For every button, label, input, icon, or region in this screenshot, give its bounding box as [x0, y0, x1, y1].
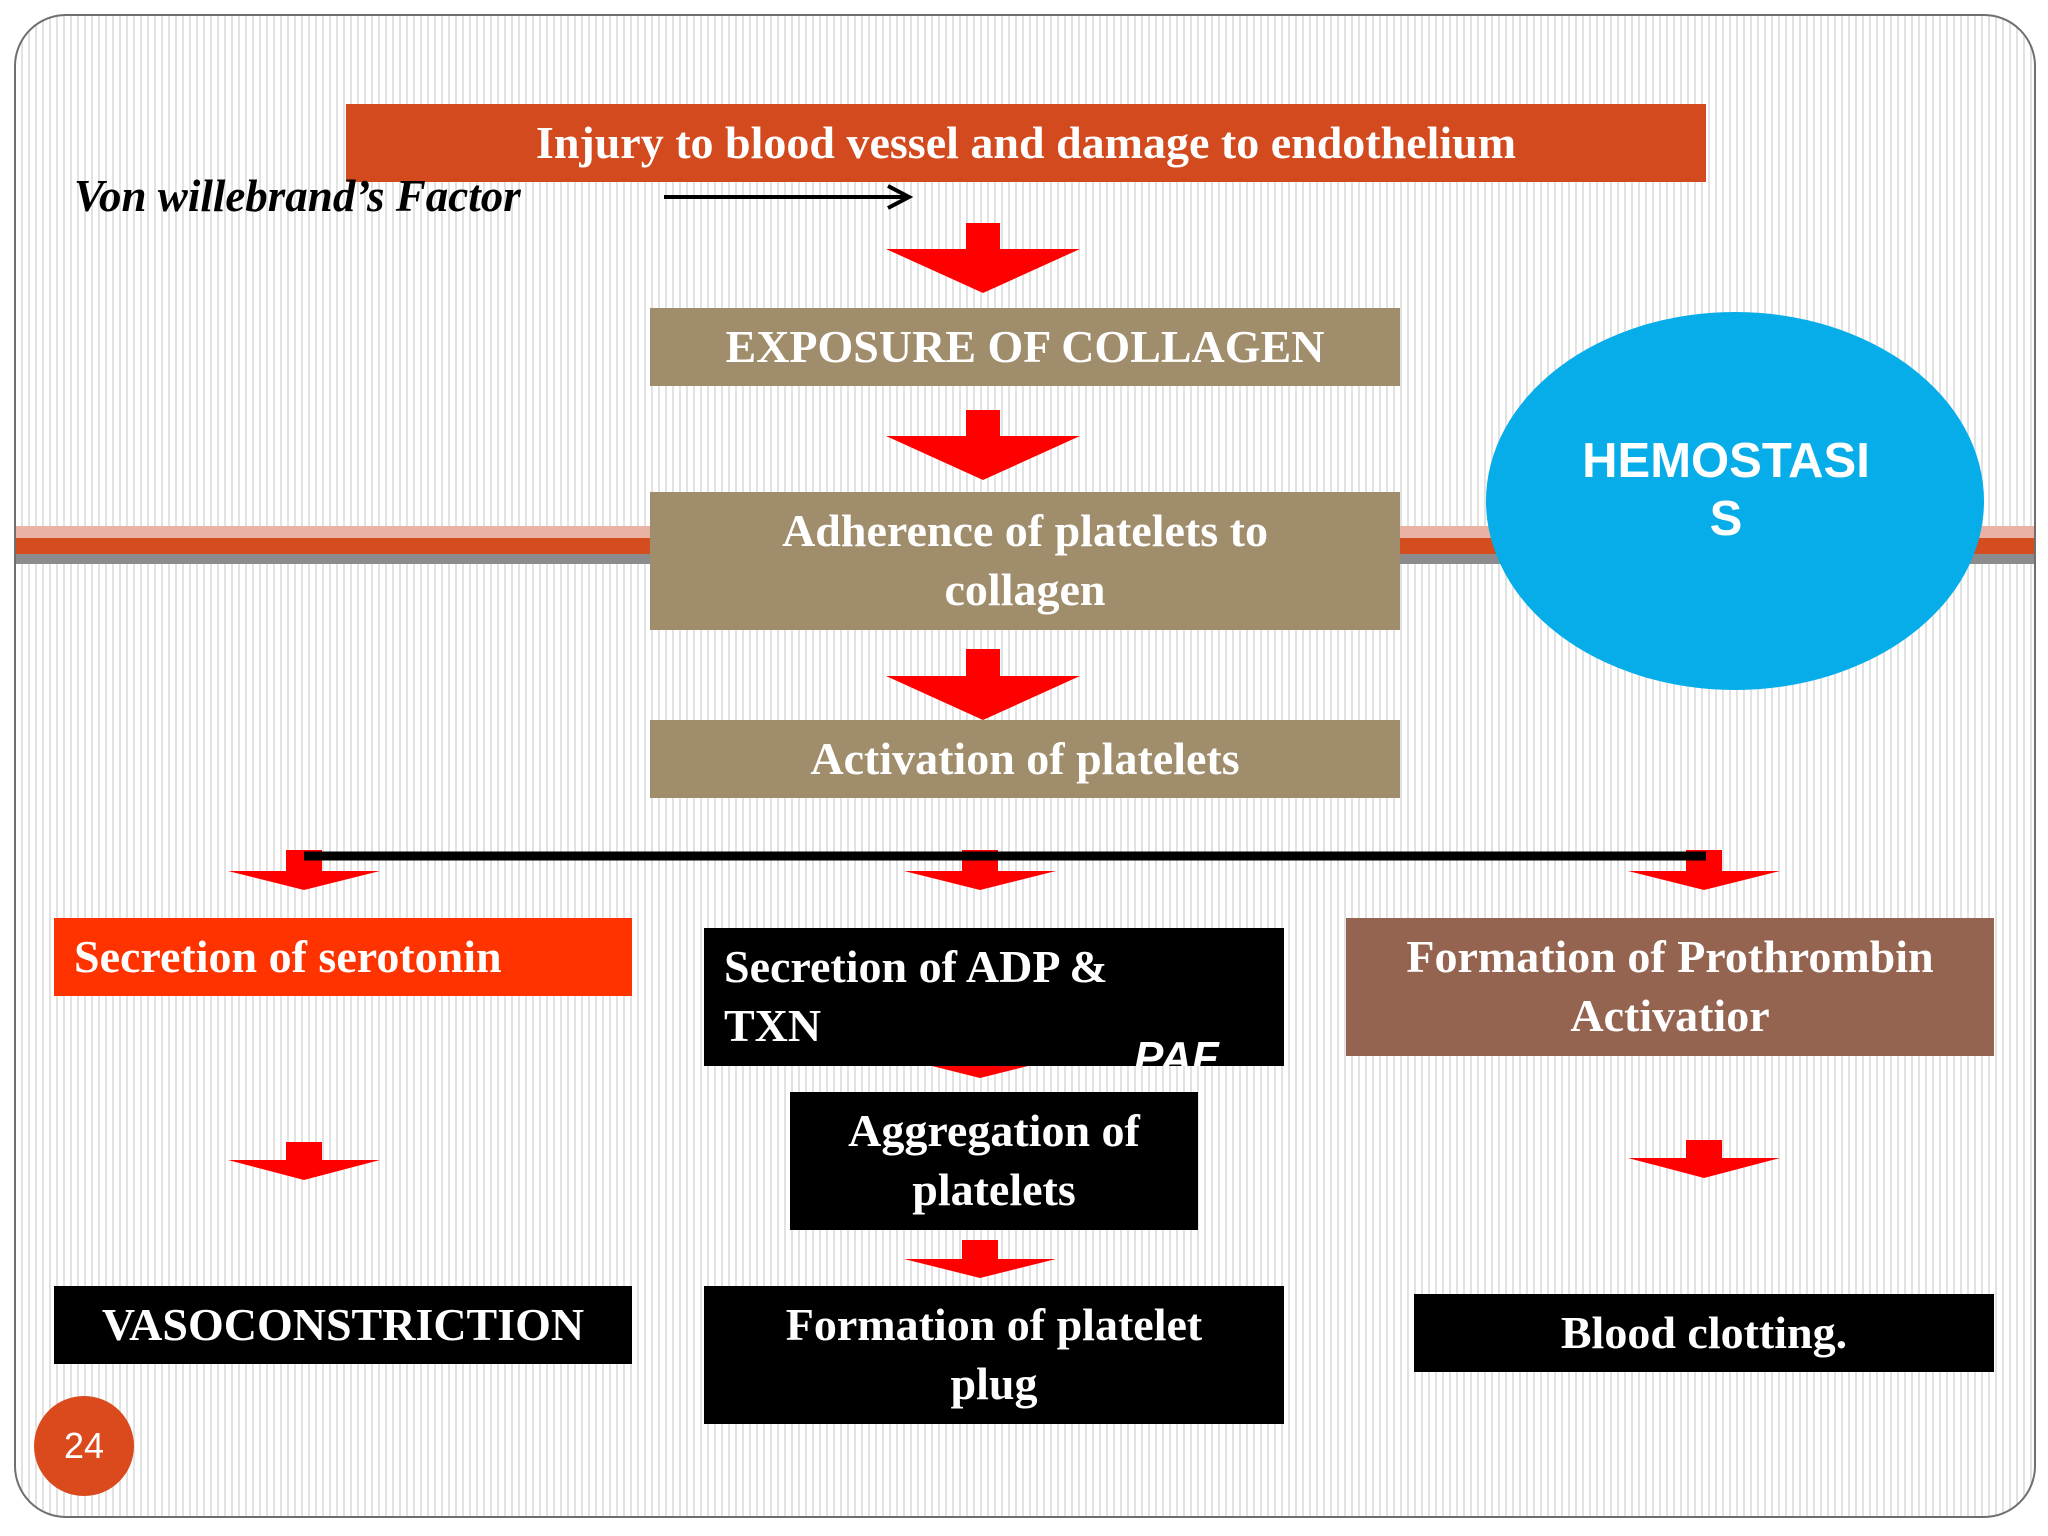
platelet-plug-text: Formation of platelet plug	[785, 1299, 1203, 1409]
aggregation-box: Aggregation of platelets	[790, 1092, 1198, 1230]
hemostasis-ellipse: HEMOSTASIS	[1486, 312, 1984, 690]
down-arrow-1	[886, 223, 1080, 293]
adp-txn-text: Secretion of ADP & TXN	[724, 941, 1108, 1051]
serotonin-text: Secretion of serotonin	[74, 930, 502, 982]
down-arrow-3	[886, 649, 1080, 720]
page-number: 24	[63, 1425, 105, 1466]
vwf-pointer-head	[887, 184, 914, 210]
exposure-box: EXPOSURE OF COLLAGEN	[650, 308, 1400, 386]
exposure-text: EXPOSURE OF COLLAGEN	[725, 320, 1325, 372]
arrow-left-to-effect	[228, 1142, 380, 1180]
vasoconstriction-box: VASOCONSTRICTION	[54, 1286, 632, 1364]
blood-clotting-text: Blood clotting.	[1560, 1306, 1848, 1358]
adherence-box: Adherence of platelets to collagen	[650, 492, 1400, 630]
von-willebrand-label: Von willebrand’s Factor	[74, 171, 521, 221]
vasoconstriction-text: VASOCONSTRICTION	[101, 1298, 585, 1350]
serotonin-box: Secretion of serotonin	[54, 918, 632, 996]
injury-box: Injury to blood vessel and damage to end…	[346, 104, 1706, 182]
arrow-right-to-effect	[1628, 1140, 1780, 1178]
slide: Injury to blood vessel and damage to end…	[14, 14, 2036, 1518]
activation-text: Activation of platelets	[810, 732, 1240, 784]
page-number-badge: 24	[34, 1396, 134, 1496]
adp-txn-box: Secretion of ADP & TXN PAF	[704, 928, 1284, 1066]
injury-text: Injury to blood vessel and damage to end…	[535, 116, 1517, 168]
paf-cut-label: PAF	[1134, 1033, 1219, 1067]
hemostasis-label: HEMOSTASIS	[1582, 434, 1870, 546]
prothrombin-text: Formation of Prothrombin Activatior	[1406, 931, 1934, 1041]
platelet-plug-box: Formation of platelet plug	[704, 1286, 1284, 1424]
down-arrow-2	[886, 410, 1080, 480]
adherence-text: Adherence of platelets to collagen	[782, 505, 1268, 615]
aggregation-text: Aggregation of platelets	[848, 1105, 1140, 1215]
activation-box: Activation of platelets	[650, 720, 1400, 798]
branch-arrow-left	[228, 850, 380, 890]
arrow-aggregation-to-plug	[904, 1240, 1056, 1278]
branch-arrow-right	[1628, 850, 1780, 890]
branch-arrow-middle	[904, 850, 1056, 890]
blood-clotting-box: Blood clotting.	[1414, 1294, 1994, 1372]
prothrombin-box: Formation of Prothrombin Activatior	[1346, 918, 1994, 1056]
